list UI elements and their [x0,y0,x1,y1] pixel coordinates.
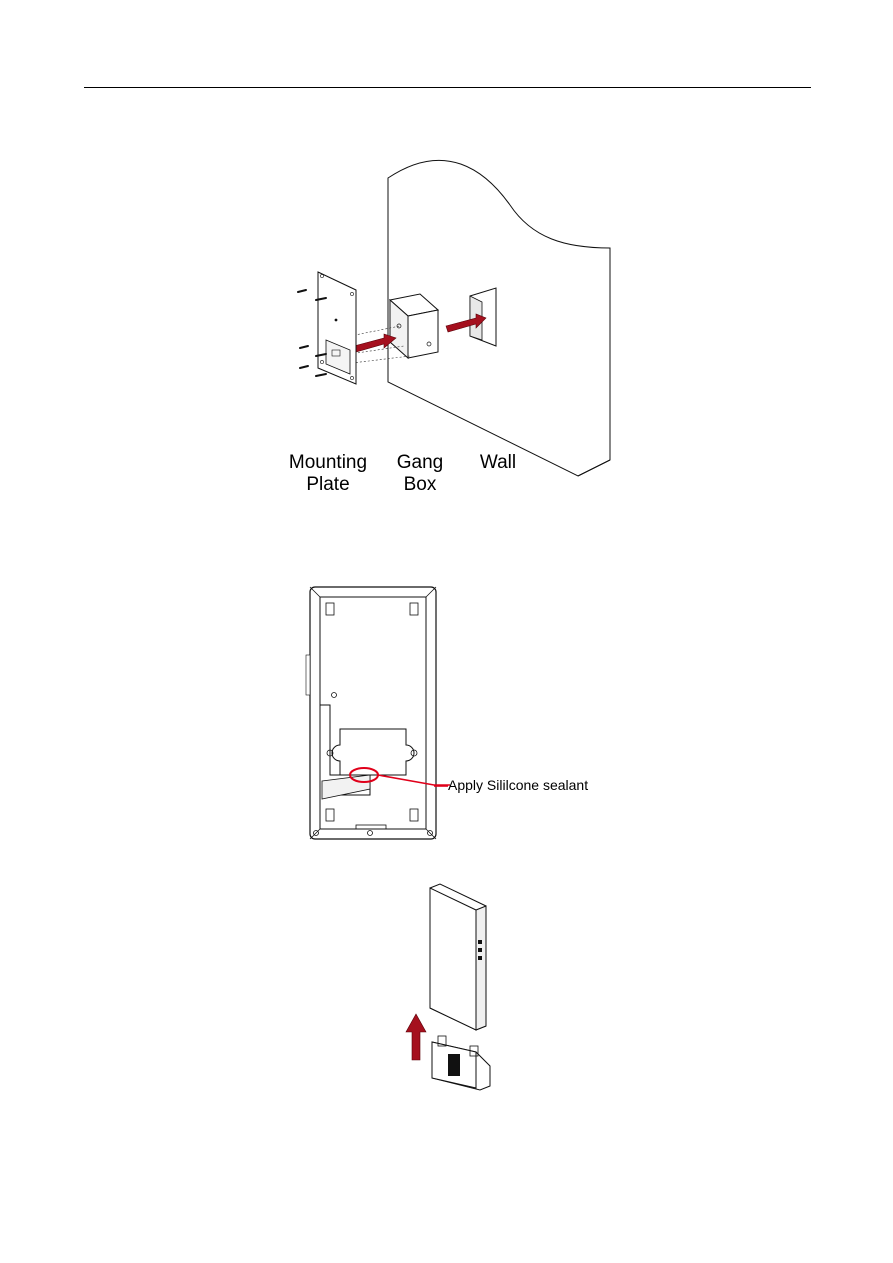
leader-line-extension [434,784,448,788]
bottom-module [432,1036,490,1090]
upward-arrow [406,1014,426,1060]
device-body [430,884,486,1030]
wall-label: Wall [470,452,526,474]
gang-box-label: Gang Box [388,452,452,496]
sealant-callout: Apply Sililcone sealant [448,777,588,793]
header-rule [84,87,811,88]
mounting-plate [318,272,356,384]
mounting-plate-label: Mounting Plate [276,452,380,496]
device-back-figure [300,585,450,845]
cover-plate [332,729,414,775]
device-install-figure [396,882,506,1092]
wall-mounting-figure [270,150,630,490]
gang-box [390,294,438,358]
